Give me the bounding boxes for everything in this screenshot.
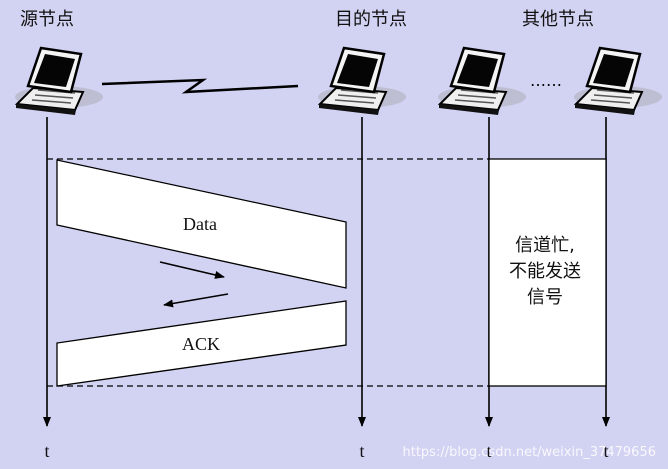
destination-laptop-icon xyxy=(316,46,408,117)
time-label-source: t xyxy=(44,441,49,461)
ellipsis-dots: …… xyxy=(530,71,562,90)
data-frame xyxy=(56,159,347,289)
ack-frame xyxy=(56,300,347,387)
busy-text-line-3: 信号 xyxy=(527,287,563,308)
time-label-other-2: t xyxy=(603,441,608,461)
other-laptop-icon-2 xyxy=(572,46,664,117)
arrow-right-icon xyxy=(159,261,225,279)
source-laptop-icon xyxy=(13,46,105,117)
other-nodes-label: 其他节点 xyxy=(522,9,594,30)
channel-busy-box xyxy=(488,158,607,387)
arrow-left-icon xyxy=(163,293,229,308)
busy-text-line-1: 信道忙, xyxy=(515,235,575,256)
other-laptop-icon-1 xyxy=(436,46,528,117)
ack-frame-label: ACK xyxy=(182,334,220,354)
watermark-text: https://blog.csdn.net/weixin_37479656 xyxy=(402,445,656,460)
time-label-other-1: t xyxy=(486,441,491,461)
busy-text-line-2: 不能发送 xyxy=(509,261,581,282)
source-node-label: 源节点 xyxy=(20,9,74,30)
destination-node-label: 目的节点 xyxy=(335,9,407,30)
time-label-destination: t xyxy=(359,441,364,461)
lightning-link-icon xyxy=(101,78,299,94)
data-frame-label: Data xyxy=(183,214,217,234)
